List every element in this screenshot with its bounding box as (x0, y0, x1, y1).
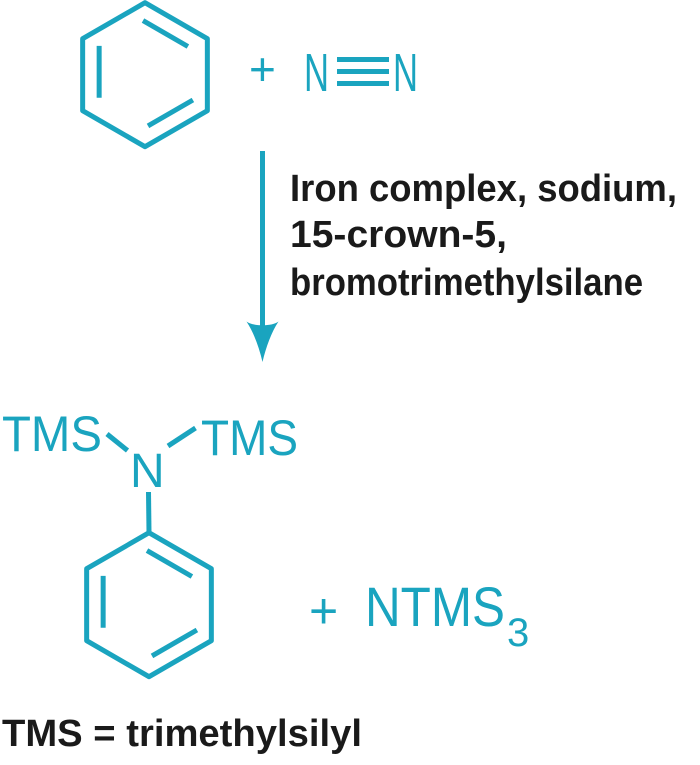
benzene-ring-product (84, 530, 214, 680)
amine-nitrogen-label: N (130, 445, 165, 498)
product-amine-group: TMS N TMS (2, 406, 298, 533)
nitrogen-right-label: N (393, 43, 418, 103)
benzene-ring-reactant (80, 0, 210, 150)
byproduct-main-label: NTMS (365, 575, 505, 638)
bond-n-phenyl (146, 491, 152, 533)
dinitrogen-formula: N N (304, 43, 418, 103)
conditions-line-2: 15-crown-5, (290, 214, 507, 256)
benzene-hexagon (84, 530, 214, 680)
tms-right-label: TMS (201, 410, 298, 466)
byproduct-formula: NTMS 3 (365, 575, 529, 655)
bond-n-tms-right (166, 425, 197, 449)
byproduct-subscript: 3 (507, 611, 529, 655)
footnote-label: TMS = trimethylsilyl (2, 713, 362, 755)
conditions-line-3: bromotrimethylsilane (290, 262, 643, 304)
reaction-conditions: Iron complex, sodium, 15-crown-5, bromot… (290, 168, 677, 304)
triple-bond-icon (337, 57, 389, 86)
double-bond-line (146, 97, 195, 129)
plus-sign-products: + (309, 583, 338, 639)
double-bond-line (150, 627, 199, 659)
bond-n-tms-left (105, 432, 130, 453)
tms-left-label: TMS (2, 406, 102, 462)
plus-sign-reactants: + (249, 43, 276, 95)
reaction-arrow-icon (246, 151, 279, 362)
double-bond-line (145, 548, 194, 579)
conditions-line-1: Iron complex, sodium, (290, 168, 677, 210)
benzene-hexagon (80, 0, 210, 150)
double-bond-line (141, 18, 190, 49)
nitrogen-left-label: N (304, 43, 329, 103)
